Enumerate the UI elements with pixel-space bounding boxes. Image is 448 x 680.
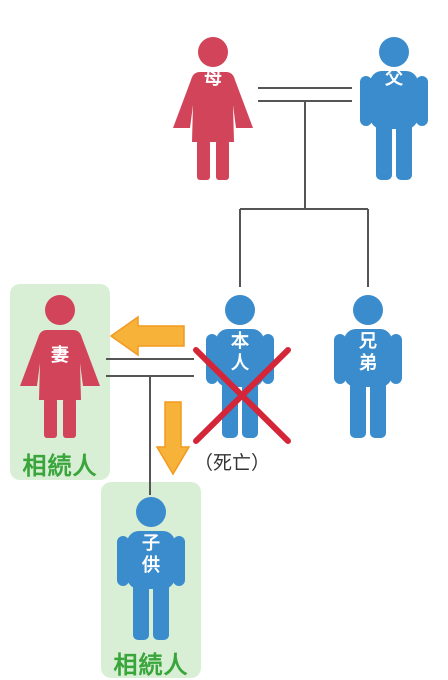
sibling-label-line2: 弟 — [359, 353, 377, 374]
deceased-cross-mark — [193, 347, 291, 444]
child-label-line1: 子 — [142, 533, 160, 554]
deceased-note: （死亡） — [194, 452, 271, 474]
father-figure — [360, 37, 428, 180]
wife-label: 妻 — [51, 345, 69, 366]
heir-label-child: 相続人 — [113, 651, 189, 679]
child-label-line2: 供 — [142, 555, 160, 576]
arrow-to-wife — [109, 315, 185, 357]
arrow-to-child — [155, 401, 191, 476]
mother-label: 母 — [204, 68, 222, 89]
self-label-line1: 本 — [231, 331, 249, 352]
father-label: 父 — [385, 68, 403, 89]
mother-figure — [173, 37, 253, 180]
connector-lines — [106, 87, 369, 495]
sibling-label-line1: 兄 — [359, 331, 377, 352]
self-label-line2: 人 — [231, 353, 249, 374]
heir-label-wife: 相続人 — [22, 452, 98, 480]
